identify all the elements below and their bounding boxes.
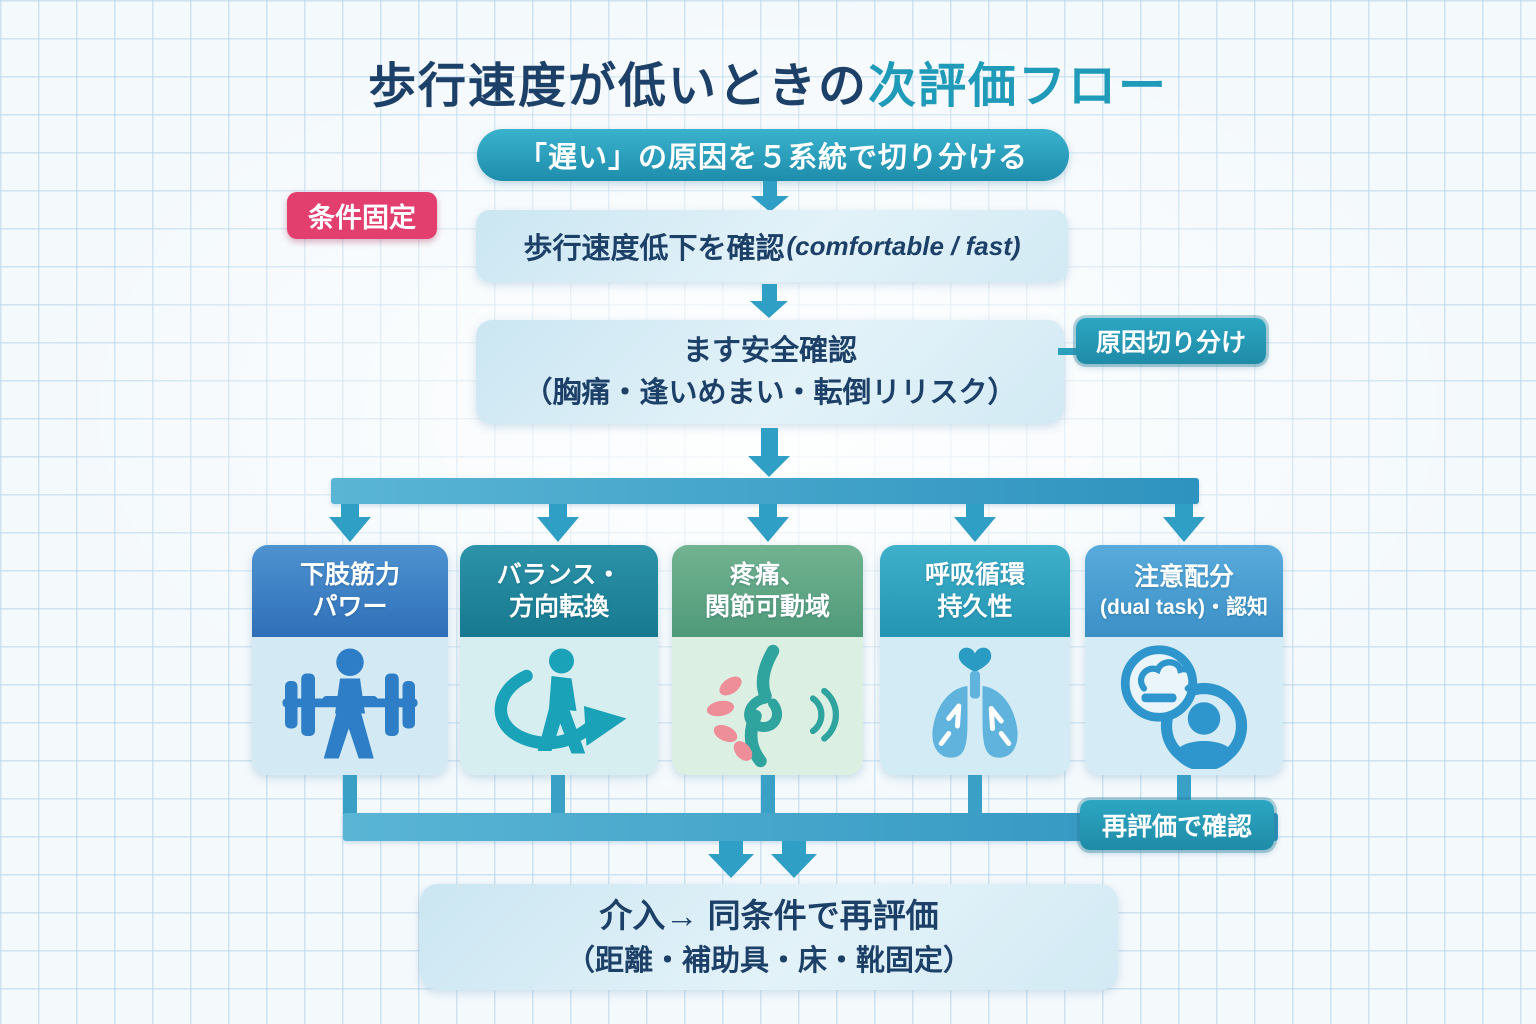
step-confirm-text: 歩行速度低下を確認 xyxy=(523,233,785,265)
subtitle-pill: 「遅い」の原因を５系統で切り分ける xyxy=(477,129,1069,181)
category-box-strength: 下肢筋力 パワー xyxy=(252,545,448,775)
category-header: 呼吸循環 持久性 xyxy=(880,545,1070,637)
category-title-line2: パワー xyxy=(312,593,388,621)
knee-pain-icon xyxy=(706,644,839,768)
category-header: バランス・ 方向転換 xyxy=(460,545,658,637)
step-safety-line2: （胸痛・逢いめまい・転倒リリスク） xyxy=(523,377,1017,409)
label-connector-line xyxy=(1058,348,1080,355)
recheck-label: 再評価で確認 xyxy=(1080,800,1274,850)
turning-person-icon xyxy=(494,648,627,754)
category-title-line2: (dual task)・認知 xyxy=(1099,595,1269,619)
category-title-line2: 方向転換 xyxy=(508,593,609,621)
category-title-line2: 関節可動域 xyxy=(704,593,830,621)
step-confirm-subtext: (comfortable / fast) xyxy=(786,230,1021,261)
category-box-balance: バランス・ 方向転換 xyxy=(460,545,658,775)
category-title-line1: 疼痛、 xyxy=(729,560,805,589)
category-box-cardio: 呼吸循環 持久性 xyxy=(880,545,1070,775)
title-accent: 次評価フロー xyxy=(868,60,1169,113)
barbell-person-icon xyxy=(282,648,418,759)
category-title-line1: 下肢筋力 xyxy=(299,560,400,589)
cause-triage-label: 原因切り分け xyxy=(1076,318,1266,364)
category-title-line1: バランス・ xyxy=(496,560,622,589)
outcome-line1: 介入→ 同条件で再評価 xyxy=(599,896,939,934)
outcome-box: 介入→ 同条件で再評価 （距離・補助具・床・靴固定） xyxy=(420,884,1118,990)
condition-fixed-badge: 条件固定 xyxy=(287,192,437,239)
category-header: 下肢筋力 パワー xyxy=(252,545,448,637)
lungs-heart-icon xyxy=(932,647,1018,758)
brain-person-icon xyxy=(1120,645,1248,769)
step-safety-line1: ます安全確認 xyxy=(682,334,857,367)
title-main: 歩行速度が低いときの xyxy=(367,60,868,113)
category-box-pain-rom: 疼痛、 関節可動域 xyxy=(672,545,863,775)
category-box-attention: 注意配分 (dual task)・認知 xyxy=(1085,545,1283,775)
category-title-line2: 持久性 xyxy=(937,593,1013,621)
step-confirm-box: 歩行速度低下を確認(comfortable / fast) xyxy=(476,210,1068,282)
category-header: 疼痛、 関節可動域 xyxy=(672,545,863,637)
step-safety-box: ます安全確認 （胸痛・逢いめまい・転倒リリスク） xyxy=(476,320,1064,424)
branch-bar xyxy=(331,478,1199,504)
collect-line xyxy=(343,775,357,815)
category-title-line1: 呼吸循環 xyxy=(924,560,1025,589)
collect-line xyxy=(761,775,775,815)
page-title: 歩行速度が低いときの次評価フロー xyxy=(0,46,1536,116)
category-title-line1: 注意配分 xyxy=(1133,563,1234,592)
outcome-line2: （距離・補助具・床・靴固定） xyxy=(565,945,972,977)
collect-line xyxy=(551,775,565,815)
category-header: 注意配分 (dual task)・認知 xyxy=(1085,545,1283,637)
collect-line xyxy=(968,775,982,815)
